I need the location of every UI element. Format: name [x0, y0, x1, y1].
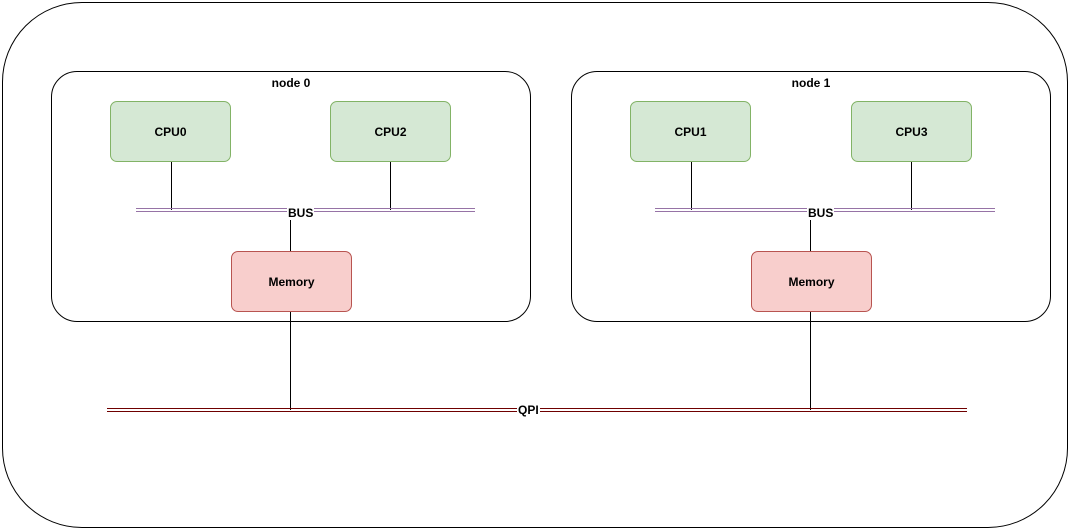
qpi-label: QPI [517, 403, 540, 417]
cpu3-bus-link [911, 162, 912, 210]
cpu1-bus-link [691, 162, 692, 210]
node-0-memory-qpi-link [290, 312, 291, 410]
node-1-title: node 1 [791, 76, 831, 90]
node-1-container: node 1 [571, 71, 1051, 322]
node-1-memory-qpi-link [810, 312, 811, 410]
cpu2-box: CPU2 [330, 101, 451, 162]
cpu3-box: CPU3 [851, 101, 972, 162]
node-0-container: node 0 [51, 71, 531, 322]
node-0-memory-box: Memory [231, 251, 352, 312]
node-0-bus-label: BUS [287, 206, 315, 220]
cpu0-bus-link [171, 162, 172, 210]
node-1-memory-box: Memory [751, 251, 872, 312]
node-1-bus-label: BUS [807, 206, 835, 220]
cpu0-box: CPU0 [110, 101, 231, 162]
cpu1-box: CPU1 [630, 101, 751, 162]
cpu2-bus-link [390, 162, 391, 210]
node-1-bus-memory-link [810, 220, 811, 251]
node-0-bus-memory-link [290, 220, 291, 251]
node-0-title: node 0 [271, 76, 311, 90]
